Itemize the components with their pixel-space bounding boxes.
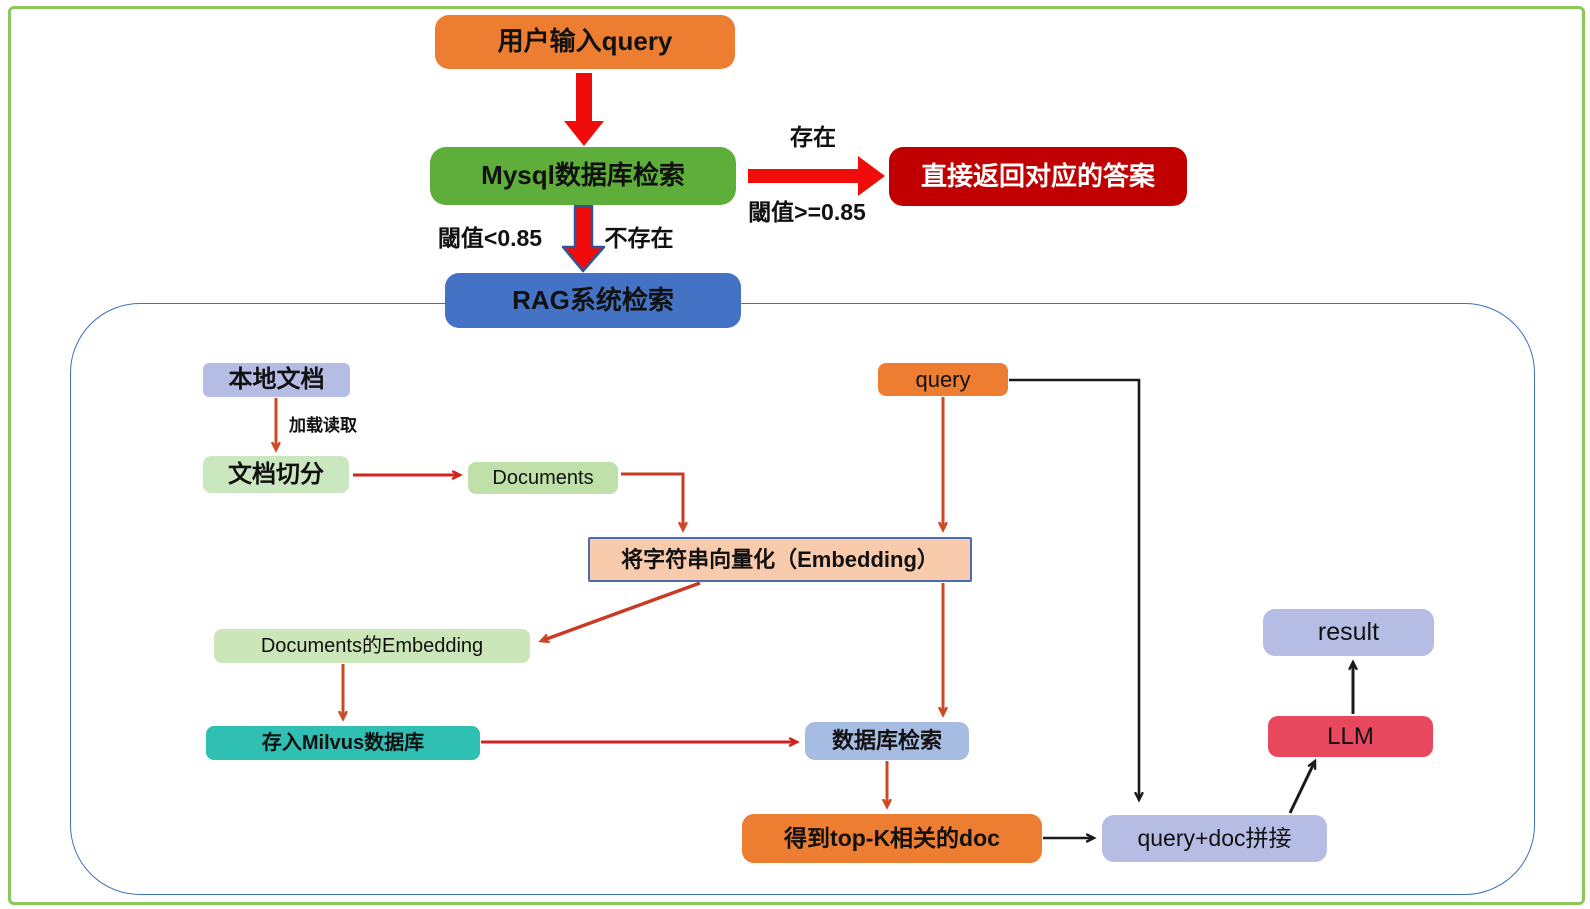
- edge-label-not-exists: 不存在: [604, 225, 674, 251]
- node-milvus-store: 存入Milvus数据库: [206, 726, 480, 760]
- node-result: result: [1263, 609, 1434, 656]
- node-query-doc-concat: query+doc拼接: [1102, 815, 1327, 862]
- edge-label-threshold-ge: 閾值>=0.85: [748, 199, 866, 225]
- node-mysql-search: Mysql数据库检索: [430, 147, 736, 205]
- node-doc-split: 文档切分: [203, 456, 349, 493]
- node-rag-search: RAG系统检索: [445, 273, 741, 328]
- node-db-search: 数据库检索: [805, 722, 969, 760]
- node-direct-answer: 直接返回对应的答案: [889, 147, 1187, 206]
- node-documents: Documents: [468, 462, 618, 494]
- edge-label-load-read: 加载读取: [289, 416, 357, 435]
- node-user-input-query: 用户输入query: [435, 15, 735, 69]
- node-llm: LLM: [1268, 716, 1433, 757]
- node-documents-embedding: Documents的Embedding: [214, 629, 530, 663]
- rag-system-container: [70, 303, 1535, 895]
- node-query: query: [878, 363, 1008, 396]
- node-topk-doc: 得到top-K相关的doc: [742, 814, 1042, 863]
- edge-label-exists: 存在: [790, 124, 836, 150]
- node-embedding: 将字符串向量化（Embedding）: [588, 537, 972, 582]
- node-local-doc: 本地文档: [203, 363, 350, 397]
- edge-label-threshold-lt: 閾值<0.85: [437, 225, 543, 251]
